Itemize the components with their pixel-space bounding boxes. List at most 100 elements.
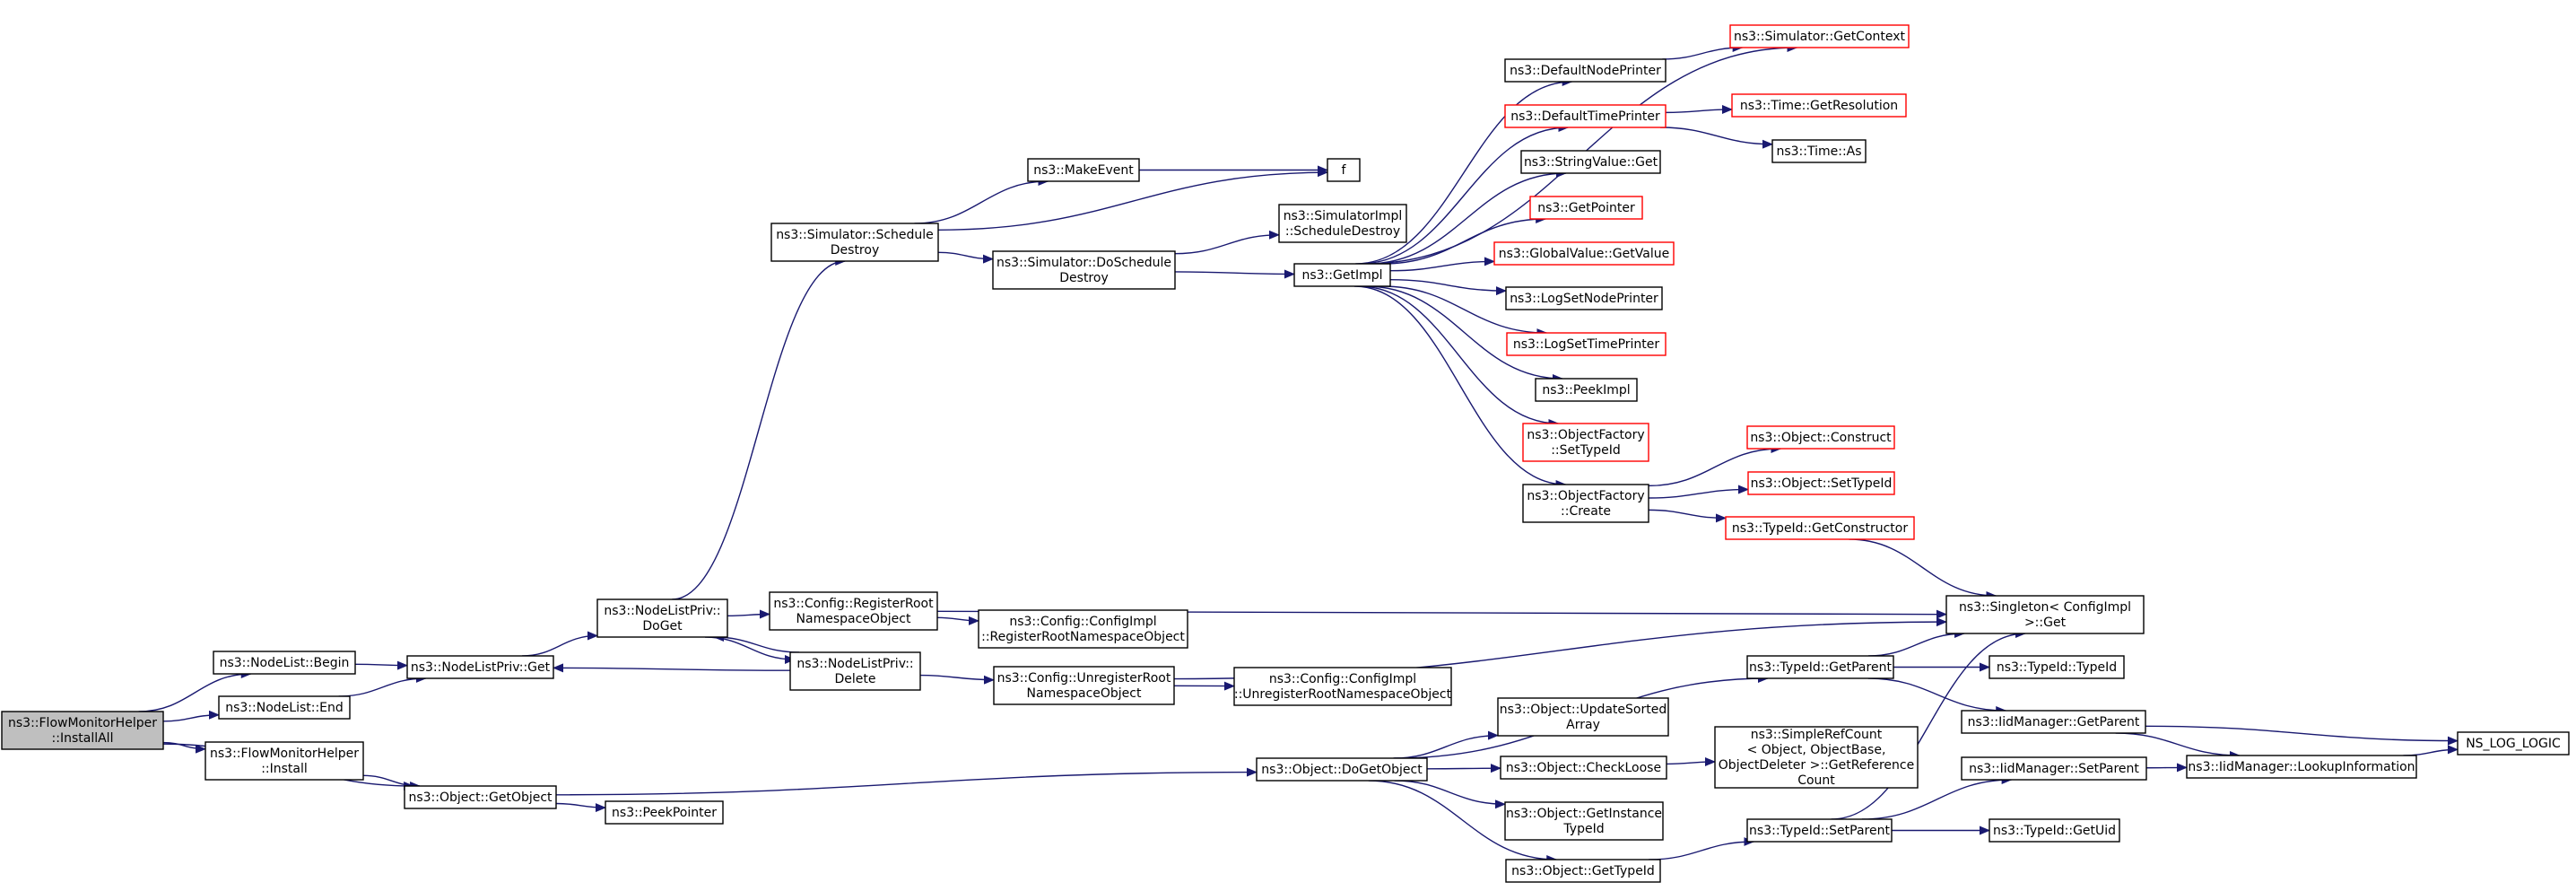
node-box [1747,471,1895,495]
node-nlp-doget[interactable]: ns3::NodeListPriv::DoGet [596,598,728,638]
node-label: TypeId [1562,822,1604,836]
edges [138,43,2459,864]
node-label: ns3::TypeId::TypeId [1997,660,2117,675]
node-iidmanager-setparent[interactable]: ns3::IidManager::SetParent [1961,756,2147,781]
node-label: ns3::GetPointer [1537,201,1635,215]
node-label: ns3::NodeListPriv:: [796,657,913,671]
node-box [789,651,921,691]
edge-object-dogetobject-to-object-getinstancetypeid [1394,780,1506,809]
node-box [1535,378,1638,402]
node-getpointer[interactable]: ns3::GetPointer [1529,196,1643,220]
node-label: ns3::Singleton< ConfigImpl [1959,600,2131,615]
node-label: ns3::TypeId::GetConstructor [1732,521,1908,536]
node-of-settypeid[interactable]: ns3::ObjectFactory::SetTypeId [1522,423,1649,462]
node-peekimpl[interactable]: ns3::PeekImpl [1535,378,1638,402]
node-nodelist-begin[interactable]: ns3::NodeList::Begin [213,651,356,675]
node-label: ::SetTypeId [1551,443,1621,458]
node-label: ns3::Time::As [1776,144,1861,159]
node-iidmanager-getparent[interactable]: ns3::IidManager::GetParent [1961,710,2146,734]
node-label: f [1342,163,1347,178]
node-label: ns3::DefaultNodePrinter [1510,64,1661,78]
node-iidmanager-lookupinformation[interactable]: ns3::IidManager::LookupInformation [2186,755,2417,779]
node-getimpl[interactable]: ns3::GetImpl [1293,263,1391,287]
node-label: ns3::Time::GetResolution [1740,99,1898,113]
node-box [1746,818,1893,843]
node-defaulttimeprinter[interactable]: ns3::DefaultTimePrinter [1504,104,1667,128]
node-object-settypeid[interactable]: ns3::Object::SetTypeId [1747,471,1895,495]
node-label: ns3::FlowMonitorHelper [8,716,157,730]
node-makeevent[interactable]: ns3::MakeEvent [1027,158,1140,182]
node-typeid-getuid[interactable]: ns3::TypeId::GetUid [1989,818,2120,843]
node-nlp-delete[interactable]: ns3::NodeListPriv::Delete [789,651,921,691]
node-typeid-typeid[interactable]: ns3::TypeId::TypeId [1989,655,2125,679]
node-installall[interactable]: ns3::FlowMonitorHelper::InstallAll [1,711,164,750]
node-logsetnodeprinter[interactable]: ns3::LogSetNodePrinter [1505,286,1663,310]
edge-getimpl-to-defaultnodeprinter [1355,77,1573,265]
node-f[interactable]: f [1327,158,1361,182]
node-fmh-install[interactable]: ns3::FlowMonitorHelper::Install [205,741,364,781]
node-label: ns3::Simulator::GetContext [1734,30,1906,44]
node-label: ns3::ObjectFactory [1527,428,1644,442]
node-typeid-getconstructor[interactable]: ns3::TypeId::GetConstructor [1725,516,1915,540]
node-label: DoGet [642,619,683,633]
node-label: Array [1566,718,1600,732]
node-object-dogetobject[interactable]: ns3::Object::DoGetObject [1256,757,1428,782]
node-label: ns3::IidManager::GetParent [1968,715,2140,729]
node-label: ::Create [1561,504,1611,519]
node-object-gettypeid[interactable]: ns3::Object::GetTypeId [1505,859,1661,883]
edge-object-gettypeid-to-typeid-setparent [1649,837,1755,860]
node-box [1,711,164,750]
node-box [1961,756,2147,781]
node-label: ns3::LogSetTimePrinter [1513,337,1660,352]
edge-typeid-setparent-to-singleton-get [1831,629,2027,820]
node-of-create[interactable]: ns3::ObjectFactory::Create [1522,484,1649,523]
edge-of-create-to-object-settypeid [1648,485,1749,499]
edge-getimpl-to-peekimpl [1366,285,1563,383]
node-label: ns3::Object::CheckLoose [1506,761,1661,775]
node-stringvalue-get[interactable]: ns3::StringValue::Get [1520,150,1661,174]
node-simplerefcount-getreferencecount[interactable]: ns3::SimpleRefCount< Object, ObjectBase,… [1714,726,1919,789]
edge-config-registerroot-to-configimpl-registerroot [936,616,979,625]
node-box [2457,731,2570,756]
node-peekpointer[interactable]: ns3::PeekPointer [605,800,724,825]
node-configimpl-unregisterroot[interactable]: ns3::Config::ConfigImpl::UnregisterRootN… [1233,667,1452,706]
node-defaultnodeprinter[interactable]: ns3::DefaultNodePrinter [1504,58,1667,83]
node-time-as[interactable]: ns3::Time::As [1771,139,1867,163]
node-box [1327,158,1361,182]
node-ns-log-logic[interactable]: NS_LOG_LOGIC [2457,731,2570,756]
node-logsettimeprinter[interactable]: ns3::LogSetTimePrinter [1506,332,1667,356]
node-sim-scheduledestroy[interactable]: ns3::Simulator::ScheduleDestroy [770,223,939,262]
node-time-getresolution[interactable]: ns3::Time::GetResolution [1731,93,1907,118]
node-object-getobject[interactable]: ns3::Object::GetObject [404,785,557,809]
node-label: ns3::NodeList::Begin [220,656,350,670]
node-globalvalue-getvalue[interactable]: ns3::GlobalValue::GetValue [1493,241,1675,266]
node-label: Destroy [831,243,879,258]
node-label: ns3::PeekPointer [612,806,717,820]
node-config-registerroot[interactable]: ns3::Config::RegisterRootNamespaceObject [769,591,938,631]
node-object-checkloose[interactable]: ns3::Object::CheckLoose [1500,756,1667,780]
node-box [1500,756,1667,780]
node-simimpl-scheduledestroy[interactable]: ns3::SimulatorImpl::ScheduleDestroy [1278,204,1407,243]
node-configimpl-registerroot[interactable]: ns3::Config::ConfigImpl::RegisterRootNam… [978,609,1188,649]
node-nlp-get[interactable]: ns3::NodeListPriv::Get [406,655,554,679]
node-nodelist-end[interactable]: ns3::NodeList::End [218,695,351,720]
node-box [218,695,351,720]
node-label: >::Get [2024,616,2067,630]
node-singleton-get[interactable]: ns3::Singleton< ConfigImpl >::Get [1945,595,2145,634]
node-label: Count [1797,773,1835,788]
node-config-unregisterroot[interactable]: ns3::Config::UnregisterRootNamespaceObje… [993,666,1175,705]
edge-sim-scheduledestroy-to-sim-doscheduledestroy [937,251,994,264]
node-typeid-setparent[interactable]: ns3::TypeId::SetParent [1746,818,1893,843]
node-box [404,785,557,809]
node-sim-getcontext[interactable]: ns3::Simulator::GetContext [1729,24,1910,48]
node-typeid-getparent[interactable]: ns3::TypeId::GetParent [1746,655,1894,679]
edge-object-dogetobject-to-object-gettypeid [1368,780,1558,864]
node-box [605,800,724,825]
edge-nodelist-end-to-nlp-get [338,674,427,697]
edge-object-getobject-to-object-dogetobject [555,767,1258,796]
edge-object-checkloose-to-simplerefcount-getreferencecount [1666,757,1716,767]
node-object-construct[interactable]: ns3::Object::Construct [1746,425,1895,450]
